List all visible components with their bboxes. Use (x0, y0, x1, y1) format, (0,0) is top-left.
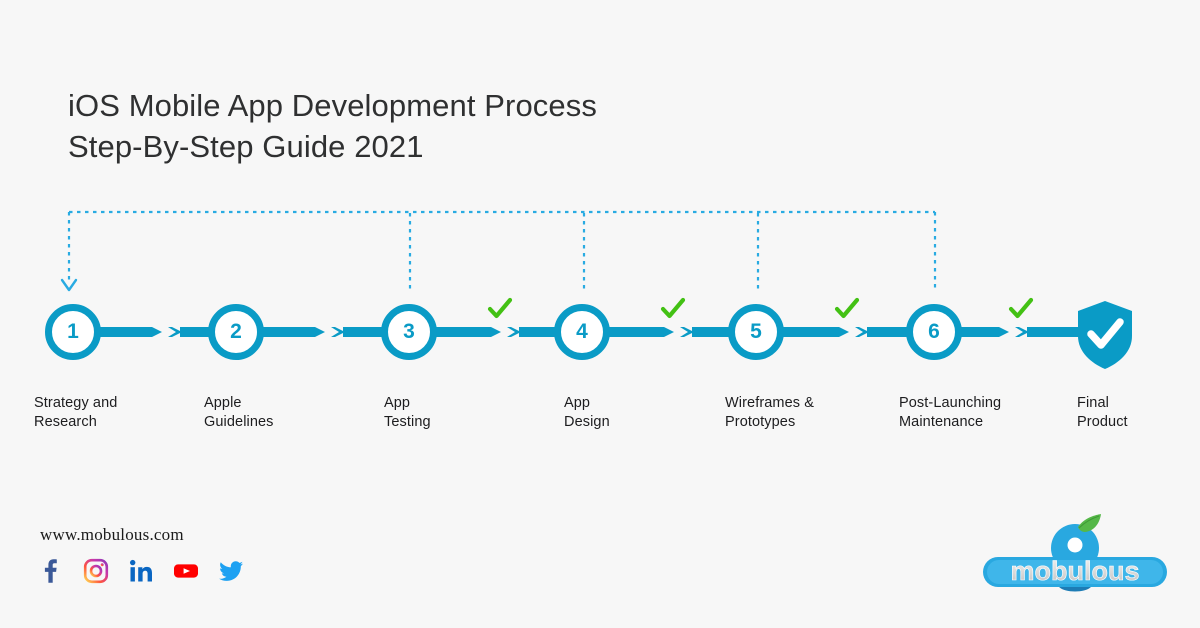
logo-wordmark: mobulous (1011, 556, 1140, 586)
page-title: iOS Mobile App Development Process Step-… (68, 88, 597, 164)
instagram-icon[interactable] (83, 558, 109, 584)
node-number: 5 (750, 320, 762, 343)
step-label-4: App Design (564, 395, 610, 430)
website-url[interactable]: www.mobulous.com (40, 525, 184, 544)
timeline-node-6[interactable]: 6 (906, 304, 962, 360)
timeline-node-4[interactable]: 4 (554, 304, 610, 360)
node-number: 6 (928, 320, 940, 343)
check-icon-step-3 (487, 297, 513, 319)
node-number: 2 (230, 320, 242, 343)
social-links (38, 558, 244, 584)
logo-leaf-icon (1078, 514, 1101, 532)
step-label-1: Strategy and Research (34, 395, 118, 430)
step-label-3: App Testing (384, 395, 431, 430)
node-number: 4 (576, 320, 588, 343)
facebook-icon[interactable] (38, 558, 64, 584)
timeline-node-5[interactable]: 5 (728, 304, 784, 360)
step-label-final: Final Product (1077, 395, 1128, 430)
timeline-node-1[interactable]: 1 (45, 304, 101, 360)
node-number: 1 (67, 320, 79, 343)
check-icon-step-5 (834, 297, 860, 319)
timeline-node-3[interactable]: 3 (381, 304, 437, 360)
node-number: 3 (403, 320, 415, 343)
check-icon-step-4 (660, 297, 686, 319)
step-label-5: Wireframes & Prototypes (725, 395, 815, 430)
step-label-2: Apple Guidelines (204, 395, 274, 430)
shield-check-icon[interactable] (1076, 300, 1134, 370)
linkedin-icon[interactable] (128, 558, 154, 584)
twitter-icon[interactable] (218, 558, 244, 584)
step-label-6: Post-Launching Maintenance (899, 395, 1002, 430)
check-icon-step-6 (1008, 297, 1034, 319)
youtube-icon[interactable] (173, 558, 199, 584)
mobulous-logo[interactable]: mobulous (975, 505, 1175, 600)
timeline-node-2[interactable]: 2 (208, 304, 264, 360)
